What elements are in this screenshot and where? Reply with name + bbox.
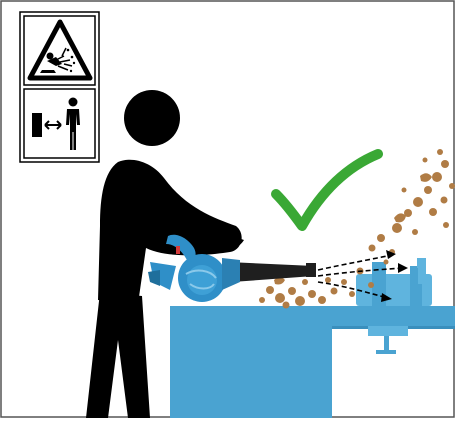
icon-panel <box>20 12 99 162</box>
